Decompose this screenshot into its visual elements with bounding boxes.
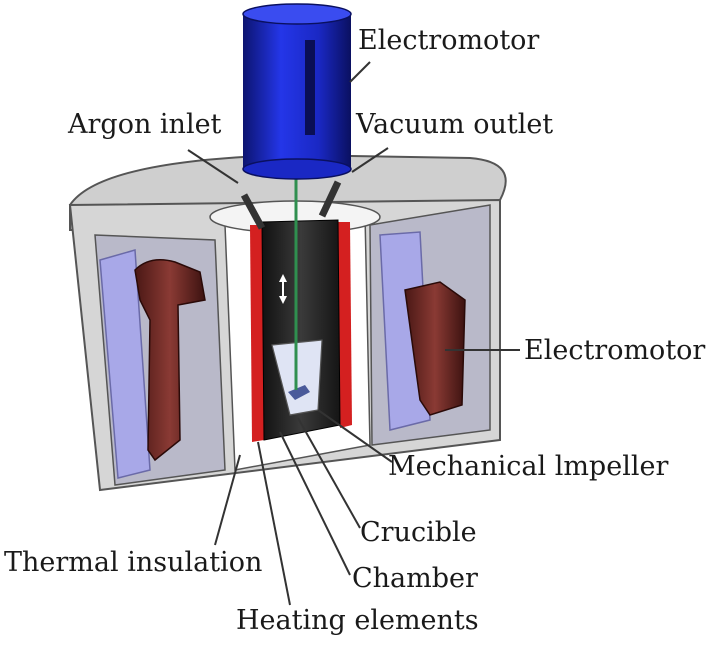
impeller	[288, 385, 310, 400]
heating-element-right	[338, 222, 352, 428]
label-argon-inlet: Argon inlet	[68, 109, 222, 140]
label-chamber: Chamber	[352, 563, 478, 594]
vacuum-pipe	[318, 180, 342, 218]
label-vacuum-outlet: Vacuum outlet	[356, 109, 554, 140]
label-electromotor-top: Electromotor	[358, 25, 540, 56]
right-coil	[404, 281, 466, 416]
heating-element-left	[250, 225, 264, 442]
electromotor-top-cap	[242, 3, 352, 25]
electromotor-bottom-cap	[242, 158, 352, 180]
label-electromotor-right: Electromotor	[524, 335, 706, 366]
label-mechanical-impeller: Mechanical lmpeller	[388, 451, 669, 482]
left-lining	[99, 249, 151, 479]
argon-pipe	[240, 193, 266, 230]
label-heating-elements: Heating elements	[236, 605, 479, 636]
label-crucible: Crucible	[360, 517, 477, 548]
leader-lines	[187, 61, 520, 606]
label-thermal-insulation: Thermal insulation	[4, 547, 263, 578]
left-coil	[134, 259, 206, 462]
electromotor-cylinder	[243, 14, 351, 169]
